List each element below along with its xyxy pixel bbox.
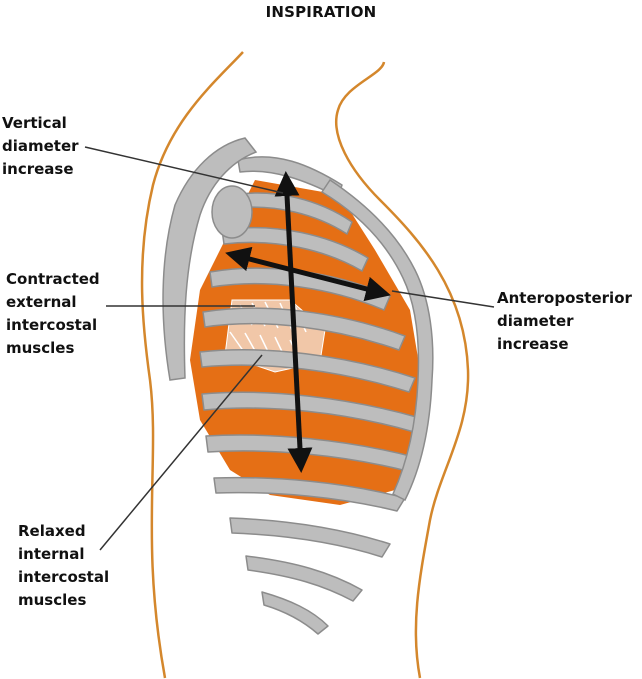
label-vertical-diameter: Vertical diameter increase <box>2 114 79 178</box>
diagram-title: INSPIRATION <box>265 3 377 21</box>
label-contracted-external: Contracted external intercostal muscles <box>6 270 100 357</box>
label-relaxed-internal: Relaxed internal intercostal muscles <box>18 522 110 609</box>
spine <box>162 137 258 381</box>
vertical-diameter-arrow <box>274 171 313 473</box>
sternum <box>320 178 434 502</box>
anteroposterior-diameter-arrow <box>225 246 391 302</box>
label-anteroposterior-diameter: Anteroposterior diameter increase <box>497 289 632 353</box>
leader-lines <box>84 146 495 551</box>
body-outline <box>140 51 470 679</box>
